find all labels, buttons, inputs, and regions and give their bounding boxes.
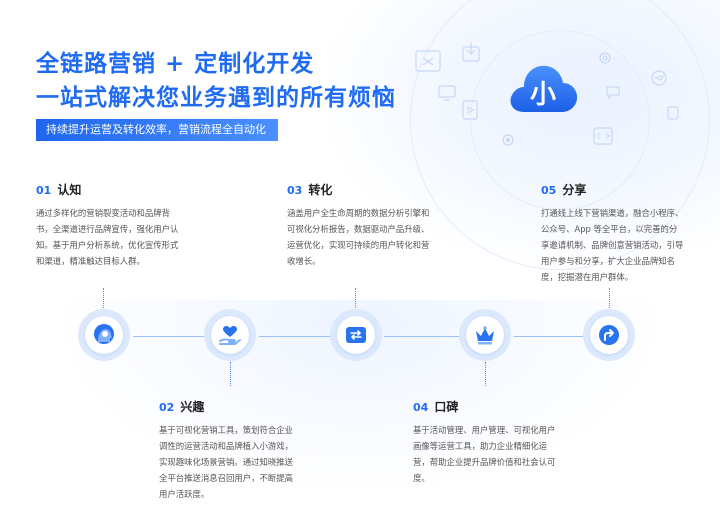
step-03-description: 涵盖用户全生命周期的数据分析引擎和 可视化分析报告，数据驱动产品升级、 运营优化… <box>287 205 467 269</box>
text-line: 度。 <box>413 473 430 483</box>
window-code-icon <box>415 50 441 72</box>
settings-gear-icon <box>599 52 611 64</box>
step-title: 口碑 <box>434 400 459 414</box>
phone-icon <box>667 106 679 120</box>
step-03-header: 03 转化 <box>287 181 332 198</box>
file-code-icon <box>593 127 613 145</box>
step-title: 兴趣 <box>180 400 205 414</box>
text-line: 营，帮助企业提升品牌价值和社会认可 <box>413 457 556 467</box>
head-brain-icon <box>94 324 114 344</box>
step-number: 05 <box>541 184 557 197</box>
connector-02 <box>230 362 231 386</box>
text-line: 用户参与和分享，扩大企业品牌知名 <box>541 256 675 266</box>
text-line: 公众号、App 等全平台，以完善的分 <box>541 224 678 234</box>
step-01-header: 01 认知 <box>36 181 81 198</box>
text-line: 基于活动管理、用户管理、可视化用户 <box>413 425 556 435</box>
heart-hand-icon <box>219 326 241 345</box>
convert-arrows-icon <box>346 327 366 343</box>
crown-icon <box>476 326 494 345</box>
decor-ring-inner <box>470 30 650 210</box>
tagline-banner: 持续提升运营及转化效率，营销流程全自动化 <box>36 119 278 141</box>
connector-04 <box>485 362 486 386</box>
text-line: 全平台推送消息召回用户，不断提高 <box>159 473 293 483</box>
camera-icon <box>502 134 514 146</box>
step-number: 04 <box>413 401 429 414</box>
step-02-description: 基于可视化营销工具，策划符合企业 调性的运营活动和品牌植入小游戏， 实现趣味化场… <box>159 422 341 502</box>
step-number: 01 <box>36 184 52 197</box>
timeline-segment-1 <box>133 336 204 337</box>
step-05-description: 打通线上线下营销渠道，融合小程序、 公众号、App 等全平台，以完善的分 享邀请… <box>541 205 719 285</box>
text-line: 运营优化，实现可持续的用户转化和营 <box>287 240 430 250</box>
node-step-03 <box>330 309 382 361</box>
cloud-icon <box>510 65 578 112</box>
connector-05 <box>609 288 610 308</box>
node-step-02 <box>204 309 256 361</box>
text-line: 可视化分析报告，数据驱动产品升级、 <box>287 224 430 234</box>
timeline-segment-3 <box>384 336 459 337</box>
plane-icon <box>651 70 667 86</box>
text-line: 度，挖掘潜在用户群体。 <box>541 272 634 282</box>
node-step-04 <box>459 309 511 361</box>
connector-03 <box>355 288 356 308</box>
node-step-01 <box>78 309 130 361</box>
step-01-description: 通过多样化的营销裂变活动和品牌背 书，全渠道进行品牌宣传，强化用户认 知。基于用… <box>36 205 216 269</box>
step-02-header: 02 兴趣 <box>159 398 204 415</box>
logo-char: 小 <box>529 80 556 110</box>
text-line: 用户活跃度。 <box>159 489 210 499</box>
text-line: 和渠道，精准触达目标人群。 <box>36 256 145 266</box>
text-line: 基于可视化营销工具，策划符合企业 <box>159 425 293 435</box>
download-box-icon <box>462 43 480 62</box>
text-line: 享邀请机制、品牌创意营销活动，引导 <box>541 240 684 250</box>
text-line: 通过多样化的营销裂变活动和品牌背 <box>36 208 170 218</box>
step-04-description: 基于活动管理、用户管理、可视化用户 画像等运营工具，助力企业精细化运 营，帮助企… <box>413 422 595 486</box>
timeline-segment-2 <box>259 336 330 337</box>
text-line: 调性的运营活动和品牌植入小游戏， <box>159 441 293 451</box>
chat-bubble-icon <box>606 86 620 100</box>
cloud-logo: 小 <box>506 56 580 118</box>
node-step-05 <box>583 309 635 361</box>
headline-line-1: 全链路营销 + 定制化开发 <box>36 51 315 77</box>
monitor-icon <box>438 85 456 101</box>
video-play-icon <box>462 100 478 120</box>
step-title: 分享 <box>562 183 587 197</box>
share-arrow-icon <box>599 325 619 345</box>
step-05-header: 05 分享 <box>541 181 586 198</box>
text-line: 实现趣味化场景营销。通过知晓推送 <box>159 457 293 467</box>
headline-line-2: 一站式解决您业务遇到的所有烦恼 <box>36 85 396 111</box>
step-number: 02 <box>159 401 175 414</box>
text-line: 书，全渠道进行品牌宣传，强化用户认 <box>36 224 179 234</box>
step-title: 认知 <box>57 183 82 197</box>
step-number: 03 <box>287 184 303 197</box>
text-line: 画像等运营工具，助力企业精细化运 <box>413 441 547 451</box>
text-line: 打通线上线下营销渠道，融合小程序、 <box>541 208 684 218</box>
text-line: 涵盖用户全生命周期的数据分析引擎和 <box>287 208 430 218</box>
step-04-header: 04 口碑 <box>413 398 458 415</box>
step-title: 转化 <box>308 183 333 197</box>
connector-01 <box>103 288 104 308</box>
timeline-segment-4 <box>514 336 583 337</box>
text-line: 收增长。 <box>287 256 321 266</box>
text-line: 知。基于用户分析系统，优化宣传形式 <box>36 240 179 250</box>
